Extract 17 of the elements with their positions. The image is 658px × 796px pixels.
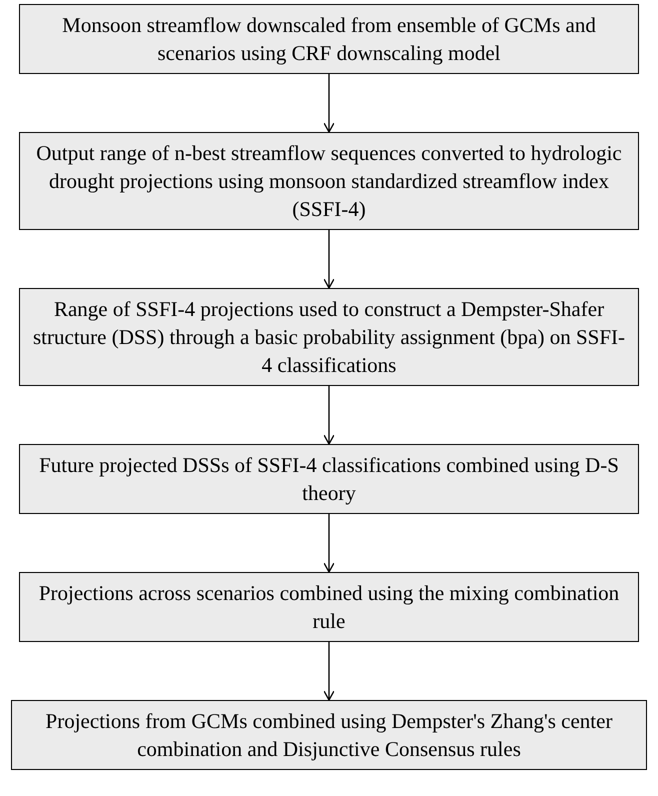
arrow [323,514,335,572]
process-box [19,572,639,642]
process-box [19,4,639,74]
arrow [323,230,335,288]
arrow [323,642,335,700]
process-box [19,132,639,230]
step-text: Projections from GCMs combined using Dempster's Zhang's center combination and Disjunctive Consensus rules [44,708,614,763]
step-text: Projections across scenarios combined using the mixing combination rule [38,580,620,635]
process-box [11,700,647,770]
arrow [323,74,335,132]
step-text: Monsoon streamflow downscaled from ensemble of GCMs and scenarios using CRF downscaling model [61,12,597,67]
step-text: Future projected DSSs of SSFI-4 classifications combined using D-S theory [38,452,620,507]
arrow [323,386,335,444]
process-box [19,288,639,386]
step-text: Range of SSFI-4 projections used to construct a Dempster-Shafer structure (DSS) through a basic probability assignment (bpa) on SSFI-4 classifications [32,296,626,379]
process-box [19,444,639,514]
step-text: Output range of n-best streamflow sequences converted to hydrologic drought projections using monsoon standardized streamflow index (SSFI-4) [35,140,623,223]
